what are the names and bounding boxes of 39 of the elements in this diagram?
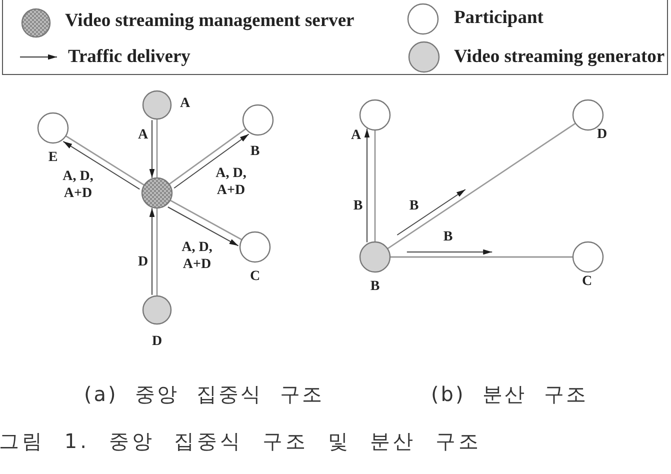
node-label: C (250, 269, 260, 285)
line (387, 122, 576, 250)
node-label: E (48, 150, 58, 166)
line (374, 130, 376, 242)
node-label: B (370, 279, 380, 295)
line (170, 200, 242, 240)
arrow (167, 206, 239, 246)
legend-label: Participant (454, 7, 544, 29)
edge-label: A, D, A+D (214, 165, 248, 199)
edge-label: A, D, A+D (62, 168, 94, 202)
legend-label: Video streaming generator (454, 46, 665, 68)
subcaption: (b) 분산 구조 (431, 381, 588, 407)
line (390, 256, 573, 258)
line (156, 208, 158, 296)
edge-label: B (353, 198, 363, 214)
arrow (62, 140, 140, 190)
legend-label: Traffic delivery (68, 46, 190, 68)
edge-label: B (409, 198, 419, 214)
arrow (149, 208, 155, 296)
node-label: D (152, 334, 162, 350)
line (156, 119, 158, 178)
edge-label: A (138, 126, 148, 144)
caption: 그림 1. 중앙 집중식 구조 및 분산 구조 (0, 428, 482, 454)
edge-label: B (443, 228, 453, 246)
subcaption: (a) 중앙 집중식 구조 (84, 381, 324, 407)
arrow (364, 128, 370, 243)
arrow (174, 134, 250, 189)
hatched-circle (141, 177, 173, 209)
node-label: A (350, 128, 362, 144)
legend-label: Video streaming management server (65, 10, 354, 32)
node-label: D (596, 127, 608, 143)
edge-label: D (138, 254, 148, 270)
node-label: C (582, 274, 592, 290)
node-label: A (180, 96, 190, 112)
line (168, 128, 246, 185)
node-label: B (250, 144, 260, 160)
edge-label: A, D, A+D (180, 239, 214, 273)
arrow (149, 120, 155, 178)
line (65, 135, 145, 186)
